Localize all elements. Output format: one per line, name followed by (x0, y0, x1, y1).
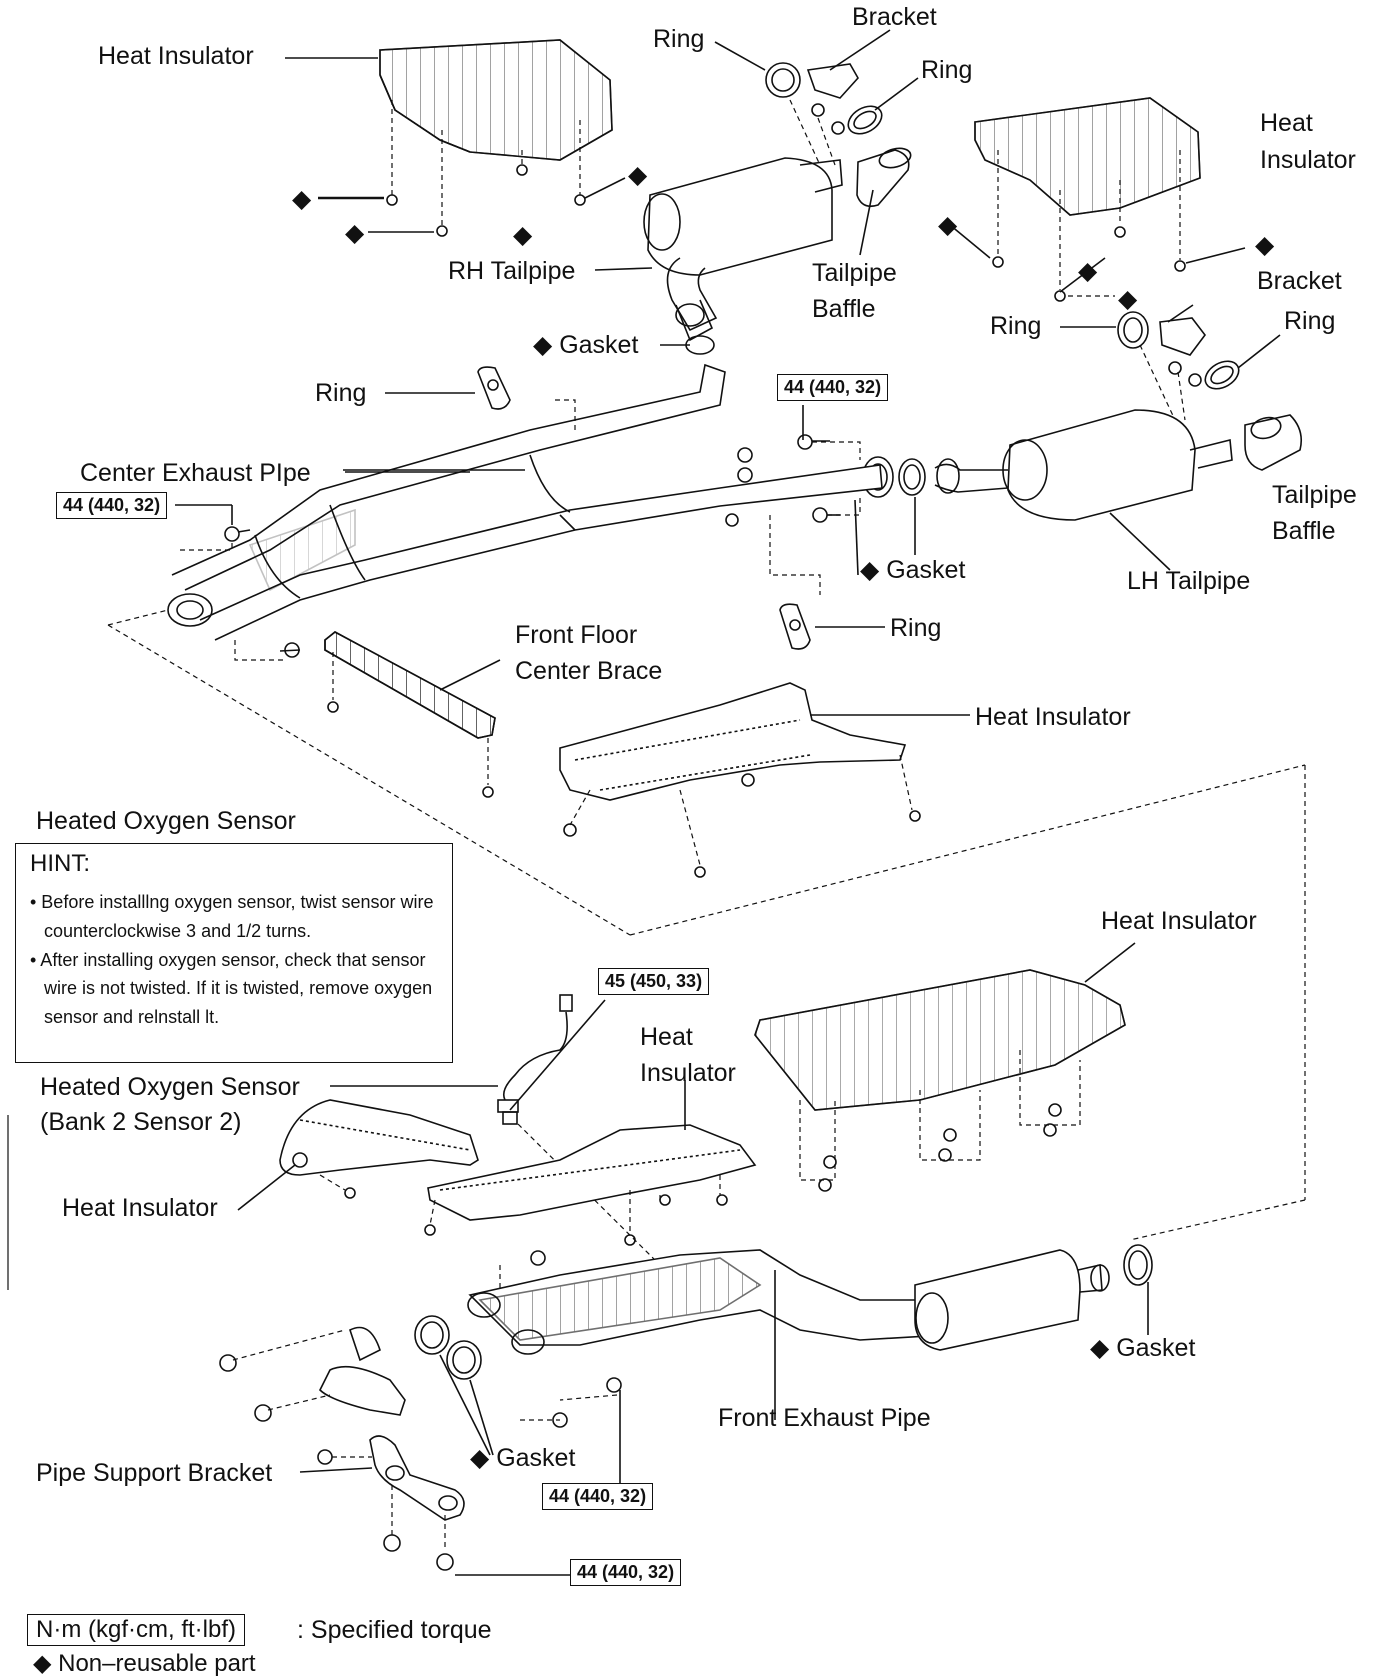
label-tailpipe-right: Tailpipe (1272, 481, 1357, 509)
label-gasket-lower-right: ◆ Gasket (1090, 1334, 1196, 1362)
label-heat-insulator-lower-right: Heat Insulator (1101, 907, 1257, 935)
label-heated-oxygen-sensor-title: Heated Oxygen Sensor (36, 807, 296, 835)
label-rh-tailpipe: RH Tailpipe (448, 257, 576, 285)
heat-insulator-middle (559, 682, 907, 801)
non-reusable-mark: ◆ (292, 185, 312, 213)
label-ring-right-left: Ring (990, 312, 1042, 340)
label-pipe-support-bracket: Pipe Support Bracket (36, 1459, 273, 1487)
label-heated-oxygen-sensor: Heated Oxygen Sensor (40, 1073, 300, 1101)
heated-oxygen-sensor (497, 994, 573, 1125)
non-reusable-mark: ◆ (860, 556, 880, 584)
label-ring-lower: Ring (890, 614, 942, 642)
label-tailpipe-top: Tailpipe (812, 259, 897, 287)
label-gasket-top: ◆ Gasket (533, 331, 639, 359)
non-reusable-mark: ◆ (1090, 1334, 1110, 1362)
hint-item: • Before installlng oxygen sensor, twist… (30, 892, 434, 941)
legend-unit-desc: : Specified torque (297, 1616, 492, 1644)
hint-title: HINT: (30, 850, 90, 877)
non-reusable-mark: ◆ (1255, 231, 1275, 259)
label-bank-sensor: (Bank 2 Sensor 2) (40, 1108, 242, 1136)
label-ring-top-right: Ring (921, 56, 973, 84)
label-gasket-middle: ◆ Gasket (860, 556, 966, 584)
label-bracket-top: Bracket (852, 3, 937, 31)
hint-box: HINT: • Before installlng oxygen sensor,… (15, 843, 453, 1063)
label-insulator-lower-middle: Insulator (640, 1059, 736, 1087)
label-gasket-lower-left: ◆ Gasket (470, 1444, 576, 1472)
center-exhaust-pipe (167, 363, 883, 641)
heat-insulator-lower-middle (427, 1124, 757, 1221)
hint-item: • After installing oxygen sensor, check … (30, 949, 433, 1028)
lh-tailpipe (934, 409, 1303, 521)
label-baffle-right: Baffle (1272, 517, 1336, 545)
legend-non-reusable: ◆ Non–reusable part (33, 1650, 256, 1677)
pipe-support-bracket (369, 1435, 465, 1521)
label-baffle-top: Baffle (812, 295, 876, 323)
non-reusable-mark: ◆ (513, 221, 533, 249)
torque-spec: 44 (440, 32) (542, 1483, 654, 1510)
torque-spec: 44 (440, 32) (56, 492, 168, 519)
label-ring-top-left: Ring (653, 25, 705, 53)
label-ring-left: Ring (315, 379, 367, 407)
label-front-exhaust-pipe: Front Exhaust Pipe (718, 1404, 931, 1432)
label-lh-tailpipe: LH Tailpipe (1127, 567, 1251, 595)
non-reusable-mark: ◆ (938, 211, 958, 239)
label-heat-insulator-top-left: Heat Insulator (98, 42, 254, 70)
label-center-brace: Center Brace (515, 657, 663, 685)
label-heat-top-right: Heat (1260, 109, 1313, 137)
label-ring-right-right: Ring (1284, 307, 1336, 335)
label-heat-insulator-lower-left: Heat Insulator (62, 1194, 218, 1222)
torque-spec: 44 (440, 32) (777, 374, 889, 401)
legend-unit-box: N·m (kgf·cm, ft·lbf) (27, 1614, 245, 1646)
non-reusable-mark: ◆ (1078, 257, 1098, 285)
rh-tailpipe (643, 157, 843, 342)
label-center-exhaust-pipe: Center Exhaust PIpe (80, 459, 311, 487)
label-front-floor: Front Floor (515, 621, 638, 649)
non-reusable-mark: ◆ (345, 219, 365, 247)
non-reusable-mark: ◆ (470, 1444, 490, 1472)
non-reusable-mark: ◆ (628, 161, 648, 189)
label-heat-lower-middle: Heat (640, 1023, 693, 1051)
heat-insulator-lower-right (754, 969, 1126, 1111)
front-exhaust-pipe (467, 1249, 1110, 1355)
heat-insulator-top-left (379, 39, 613, 161)
torque-spec: 44 (440, 32) (570, 1559, 682, 1586)
hint-list: • Before installlng oxygen sensor, twist… (26, 888, 446, 1032)
label-insulator-top-right: Insulator (1260, 146, 1356, 174)
label-heat-insulator-middle: Heat Insulator (975, 703, 1131, 731)
label-bracket-right: Bracket (1257, 267, 1342, 295)
heat-insulator-top-right (974, 97, 1201, 216)
non-reusable-mark: ◆ (533, 331, 553, 359)
non-reusable-mark: ◆ (1118, 285, 1138, 313)
torque-spec: 45 (450, 33) (598, 968, 710, 995)
heat-insulator-lower-left (279, 1099, 479, 1176)
front-floor-center-brace (324, 631, 496, 739)
